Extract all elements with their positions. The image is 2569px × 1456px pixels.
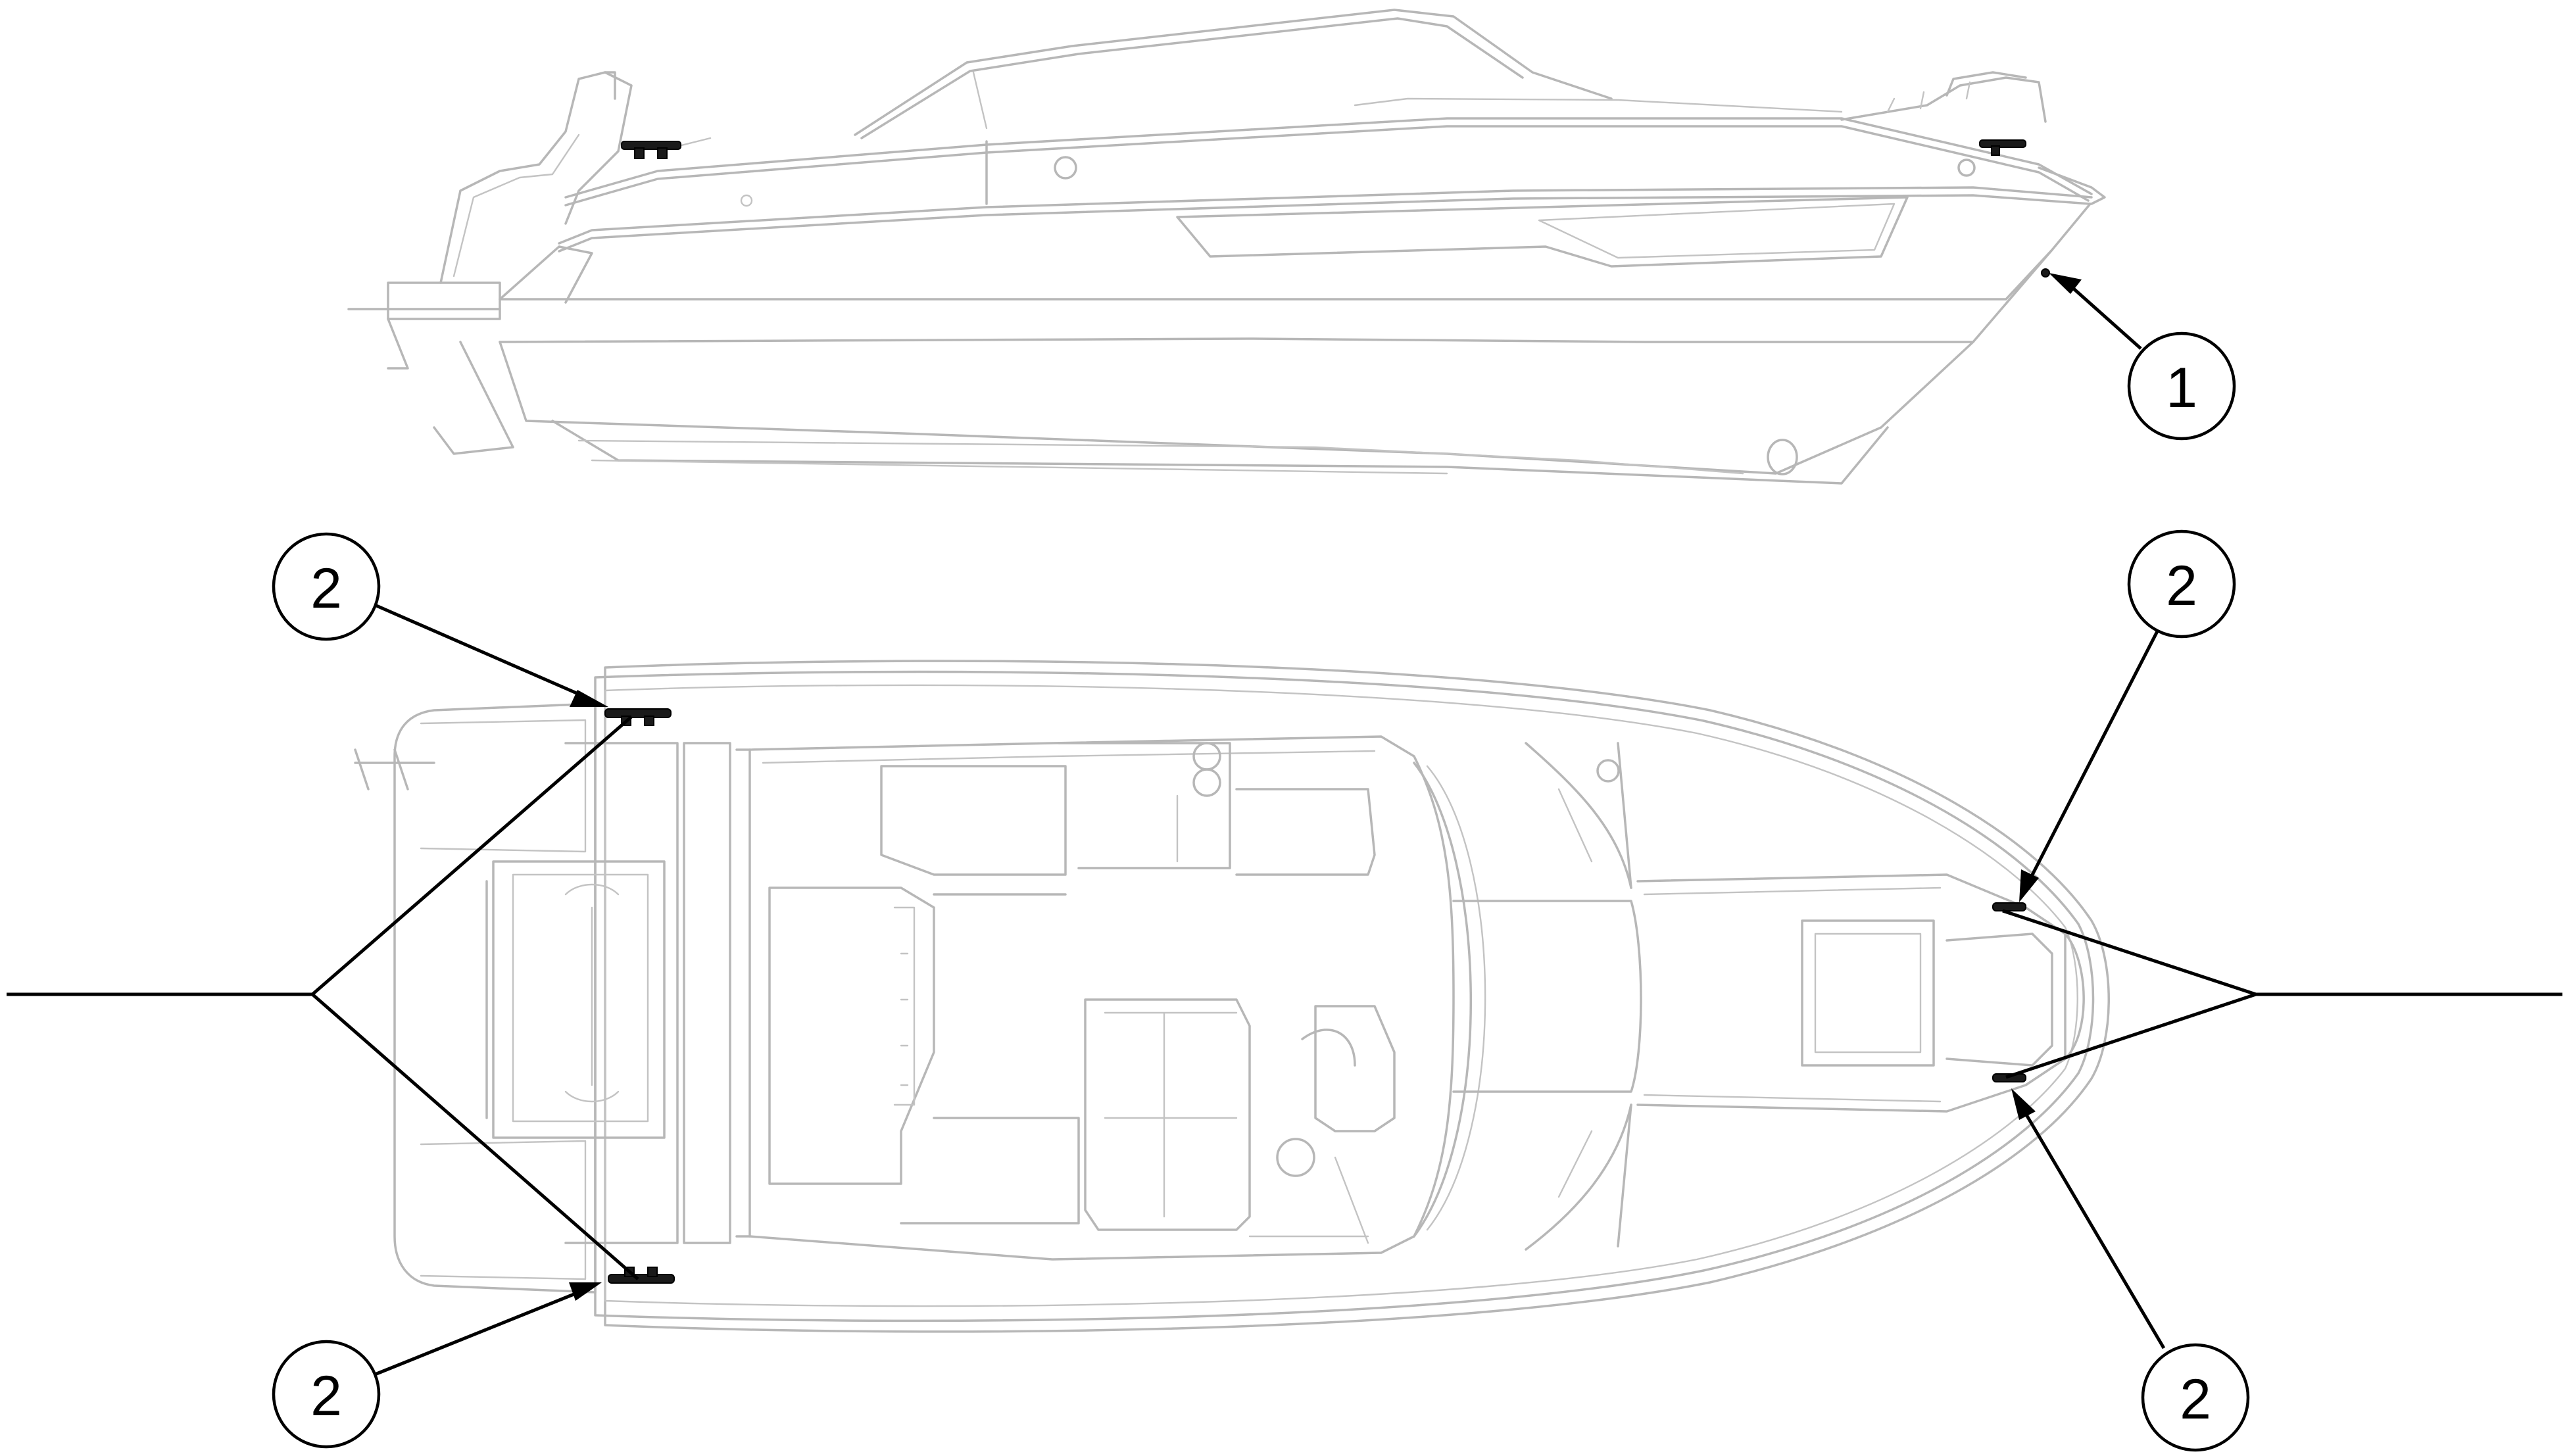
callout-stern-port: 2 <box>272 532 608 707</box>
bow-rope-port <box>2002 909 2257 996</box>
callout-label-2b: 2 <box>310 1365 342 1428</box>
callout-bow-starboard: 2 <box>2011 1088 2250 1452</box>
callout-bow-eye: 1 <box>2049 273 2236 441</box>
stern-rope-port <box>311 716 633 996</box>
boat-side-view <box>347 9 2106 485</box>
callout-label-1: 1 <box>2166 356 2197 420</box>
stern-rope-starboard <box>311 993 639 1280</box>
callout-stern-starboard: 2 <box>272 1282 602 1449</box>
cleat-stern-port-icon <box>604 708 672 726</box>
callouts: 1 2 2 2 2 <box>272 273 2250 1452</box>
callout-label-2a: 2 <box>310 557 342 620</box>
callout-label-2c: 2 <box>2166 554 2197 618</box>
cleat-bow-starboard-icon <box>1992 1073 2026 1082</box>
boat-top-view <box>354 660 2110 1333</box>
callout-label-2d: 2 <box>2180 1368 2211 1431</box>
cleat-stern-side-icon <box>621 141 681 159</box>
bow-rope-starboard <box>2005 992 2257 1079</box>
cleat-stern-starboard-icon <box>608 1267 675 1284</box>
mooring-lines <box>7 716 2562 1280</box>
cleat-bow-side-icon <box>1979 139 2026 156</box>
cleat-bow-port-icon <box>1992 902 2026 911</box>
callout-bow-port: 2 <box>2019 529 2236 902</box>
bow-eye-icon <box>2041 268 2050 278</box>
